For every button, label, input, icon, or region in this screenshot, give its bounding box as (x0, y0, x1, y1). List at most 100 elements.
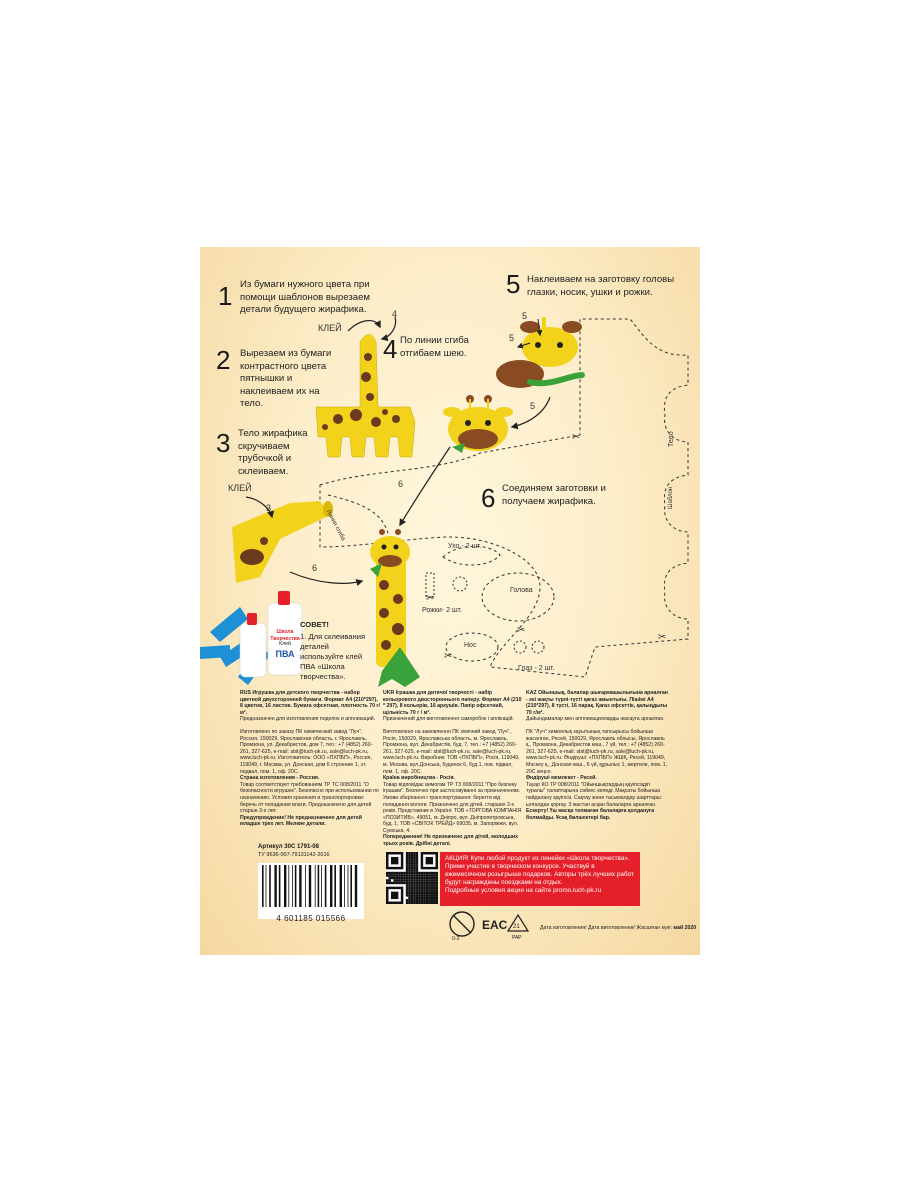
qr-module (395, 876, 399, 880)
qr-module (425, 879, 429, 882)
barcode-bar (284, 865, 287, 907)
barcode-bar (269, 865, 271, 907)
qr-module (388, 881, 391, 885)
step-6-number: 6 (481, 483, 496, 513)
qr-module (423, 874, 426, 877)
qr-module (435, 896, 438, 900)
qr-module (403, 876, 406, 880)
barcode-bar (292, 865, 293, 907)
qr-module (410, 879, 414, 882)
qr-module (423, 871, 426, 875)
giraffe-final (370, 529, 420, 687)
qr-module (390, 881, 394, 885)
qr-module (428, 876, 431, 880)
qr-module (423, 894, 426, 897)
qr-module (405, 886, 409, 890)
qr-module (410, 899, 414, 902)
qr-module (430, 884, 434, 887)
qr-module (415, 864, 419, 867)
qr-module (410, 856, 414, 860)
kaz-title: Ойыншық, балалар шығармашылығына арналға… (526, 690, 668, 716)
barcode-bar (339, 865, 342, 907)
qr-module (418, 881, 421, 885)
qr-module (408, 859, 411, 862)
qr-module (428, 896, 431, 900)
date-value: май 2020 (673, 925, 697, 931)
qr-module (395, 881, 399, 885)
qr-module (415, 854, 419, 857)
qr-module (415, 891, 419, 895)
qr-module (393, 871, 396, 875)
qr-module (403, 879, 406, 882)
barcode-bar (317, 865, 320, 907)
qr-module (405, 901, 409, 904)
ukr-title: Іграшка для дитячої творчості - набір ко… (383, 690, 522, 716)
barcode: 4 601185 015566 (258, 863, 364, 923)
arrow-step-5-down (510, 396, 551, 430)
qr-module (430, 881, 434, 885)
qr-module (423, 896, 426, 900)
svg-text:EAC: EAC (482, 918, 508, 932)
qr-module (410, 852, 414, 855)
qr-module (423, 889, 426, 892)
qr-module (433, 871, 436, 875)
qr-module (428, 879, 431, 882)
arrow-glue-2 (245, 496, 275, 519)
barcode-bar (347, 865, 349, 907)
step-4-number: 4 (383, 334, 398, 364)
qr-module (408, 896, 411, 900)
qr-module (420, 871, 424, 875)
qr-module (418, 891, 421, 895)
qr-module (420, 901, 424, 904)
nose-label: Нос (464, 642, 477, 649)
article-number: Артикул 30С 1791-08 (258, 844, 319, 850)
head-template (481, 572, 555, 622)
qr-module (413, 899, 416, 902)
qr-module (435, 891, 438, 895)
rus-lang: RUS (240, 690, 251, 696)
promo-banner[interactable]: АКЦИЯ! Купи любой продукт из линейки «Шк… (440, 852, 640, 906)
template-sheet-outline (319, 318, 689, 678)
qr-module (425, 874, 429, 877)
qr-module (433, 874, 436, 877)
qr-module (405, 866, 409, 870)
qr-module (408, 901, 411, 904)
barcode-bar (262, 865, 264, 907)
qr-module (398, 881, 401, 885)
qr-module (435, 894, 438, 897)
qr-module (408, 864, 411, 867)
qr-module (425, 886, 429, 890)
qr-module (435, 899, 438, 902)
qr-module (410, 866, 414, 870)
ukr-lang: UKR (383, 690, 395, 696)
qr-module (425, 901, 429, 904)
qr-module (390, 874, 394, 877)
qr-module (418, 871, 421, 875)
qr-module (420, 899, 424, 902)
rus-warning: Предупреждение! Не предназначено для дет… (240, 814, 362, 828)
eyes-label: Глаз - 2 шт. (518, 665, 555, 672)
qr-module (418, 896, 421, 900)
qr-module (430, 871, 434, 875)
qr-module (415, 896, 419, 900)
rus-column: RUS Игрушка для детского творчества - на… (240, 690, 380, 828)
qr-module (420, 874, 424, 877)
qr-module (410, 861, 414, 865)
qr-module (405, 889, 409, 892)
qr-module (393, 879, 396, 882)
barcode-bar (324, 865, 327, 907)
qr-module (418, 901, 421, 904)
qr-module (405, 874, 409, 877)
qr-code[interactable] (386, 852, 438, 904)
arrow-label-4: 4 (392, 309, 398, 319)
barcode-bar (321, 865, 322, 907)
qr-module (410, 859, 414, 862)
qr-module (428, 899, 431, 902)
qr-finder (390, 856, 399, 865)
qr-module (413, 864, 416, 867)
qr-module (415, 899, 419, 902)
eac-mark-icon: EAC (482, 918, 508, 932)
head-assembled (443, 395, 513, 453)
rus-origin: Страна изготовления - Россия. (240, 775, 320, 782)
instructions-illustration: ✂ ✂ ✂ ✂ ✂ (200, 316, 689, 687)
